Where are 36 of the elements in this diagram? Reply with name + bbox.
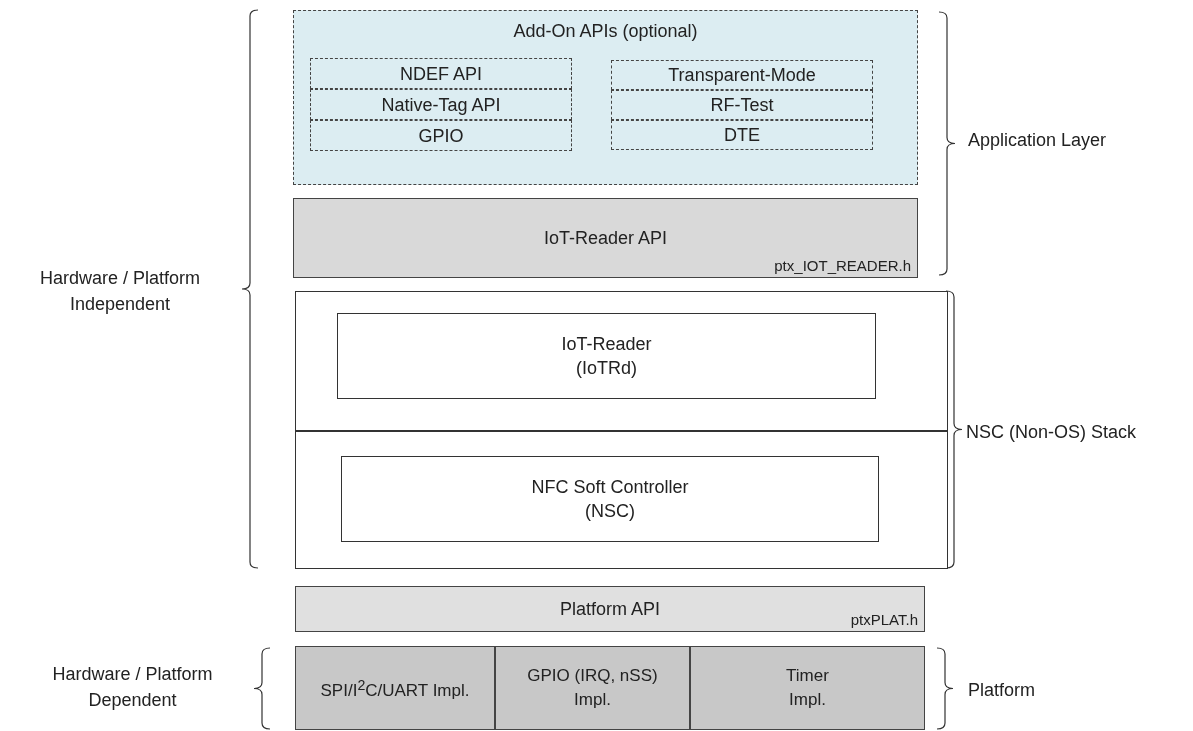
- api-box: [310, 89, 572, 120]
- optional-api-panel: [293, 10, 918, 185]
- layer-label: RF-Test: [709, 94, 775, 117]
- api-box: [611, 60, 873, 90]
- layer-box: [295, 431, 948, 569]
- layer-group-label: Application Layer: [968, 129, 1108, 152]
- layer-label: IoT-Reader API: [542, 227, 669, 250]
- layer-group-label: Hardware / Platform Dependent: [51, 663, 214, 712]
- api-layer-box: [293, 198, 918, 278]
- layer-label: NFC Soft Controller (NSC): [530, 476, 690, 523]
- layer-label: Native-Tag API: [380, 93, 502, 117]
- api-box: [310, 120, 572, 151]
- api-box: [611, 90, 873, 120]
- layer-group-label: Platform: [968, 679, 1037, 702]
- layer-label: SPI/I$^{2}$C/UART Impl.: [319, 675, 471, 703]
- layer-label: Add-On APIs (optional): [512, 20, 699, 43]
- layer-label: Transparent-Mode: [667, 64, 817, 87]
- api-box: [310, 58, 572, 89]
- layer-box: [295, 291, 948, 431]
- api-layer-box: [295, 586, 925, 632]
- layer-group-label: NSC (Non-OS) Stack: [966, 421, 1138, 444]
- implementation-box: [495, 646, 690, 730]
- layer-label: GPIO: [417, 124, 465, 148]
- layer-label: GPIO (IRQ, nSS) Impl.: [526, 665, 659, 711]
- api-box: [611, 120, 873, 150]
- layer-label: NDEF API: [399, 62, 483, 86]
- layer-group-label: Hardware / Platform Independent: [38, 267, 202, 316]
- layer-label: IoT-Reader (IoTRd): [560, 333, 653, 380]
- module-box: [341, 456, 879, 542]
- layer-label: Timer Impl.: [785, 665, 830, 711]
- header-file-name: ptxPLAT.h: [850, 611, 918, 628]
- implementation-box: [295, 646, 495, 730]
- module-box: [337, 313, 876, 399]
- layer-label: DTE: [723, 124, 761, 147]
- header-file-name: ptx_IOT_READER.h: [774, 257, 911, 274]
- implementation-box: [690, 646, 925, 730]
